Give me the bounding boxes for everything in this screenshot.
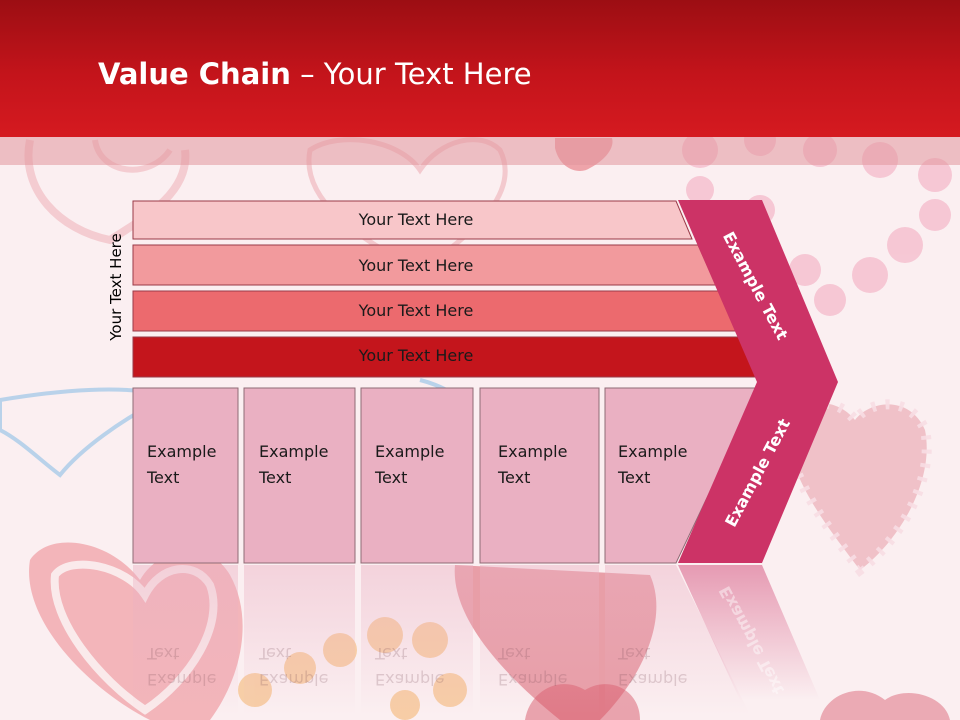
primary-box-label-2-line2: Text (259, 468, 292, 487)
primary-box-4 (479, 387, 600, 564)
reflection-label-1: Example Text (147, 640, 216, 692)
reflection-label-5-line2: Text (618, 644, 651, 663)
title-bar-strip (0, 137, 960, 165)
primary-box-label-3-line1: Example (375, 442, 445, 461)
slide-title: Value Chain – Your Text Here (98, 52, 532, 96)
support-bar-1 (132, 200, 693, 240)
support-bar-label-4: Your Text Here (358, 346, 474, 365)
reflection-label-2-line1: Example (259, 670, 329, 689)
primary-box-label-3-line2: Text (375, 468, 408, 487)
reflection-label-5-line1: Example (618, 670, 688, 689)
primary-box-label-1-line1: Example (147, 442, 217, 461)
support-bar-label-3: Your Text Here (358, 301, 474, 320)
primary-box-5 (604, 387, 760, 564)
reflection-box-3 (361, 565, 473, 715)
reflection-label-3: Example Text (375, 640, 444, 692)
reflection-chevron (678, 565, 820, 700)
reflection-box-5 (605, 565, 750, 715)
reflection-label-3-line1: Example (375, 670, 445, 689)
reflection-label-2: Example Text (259, 640, 328, 692)
support-bar-label-2: Your Text Here (358, 256, 474, 275)
primary-box-1 (132, 387, 239, 564)
primary-box-label-4-line1: Example (498, 442, 568, 461)
primary-box-3 (360, 387, 474, 564)
reflection-box-4 (480, 565, 599, 715)
primary-box-label-5-line2: Text (618, 468, 651, 487)
support-bar-label-1: Your Text Here (358, 210, 474, 229)
reflection-box-1 (133, 565, 238, 715)
reflection-label-5: Example Text (618, 640, 687, 692)
reflection-box-2 (244, 565, 355, 715)
primary-box-label-2-line1: Example (259, 442, 329, 461)
title-bar (0, 0, 960, 137)
reflection-label-1-line2: Text (147, 644, 180, 663)
primary-box-label-5-line1: Example (618, 442, 688, 461)
title-bold: Value Chain (98, 57, 291, 91)
reflection-label-4: Example Text (498, 640, 567, 692)
margin-chevron (678, 200, 838, 563)
reflection-label-3-line2: Text (375, 644, 408, 663)
reflection-label-4-line1: Example (498, 670, 568, 689)
reflection-label-4-line2: Text (498, 644, 531, 663)
reflection-label-2-line2: Text (259, 644, 292, 663)
side-label: Your Text Here (107, 233, 125, 341)
reflection-label-1-line1: Example (147, 670, 217, 689)
primary-box-label-1-line2: Text (147, 468, 180, 487)
title-rest: – Your Text Here (290, 57, 532, 91)
primary-box-2 (243, 387, 356, 564)
primary-box-label-4-line2: Text (498, 468, 531, 487)
